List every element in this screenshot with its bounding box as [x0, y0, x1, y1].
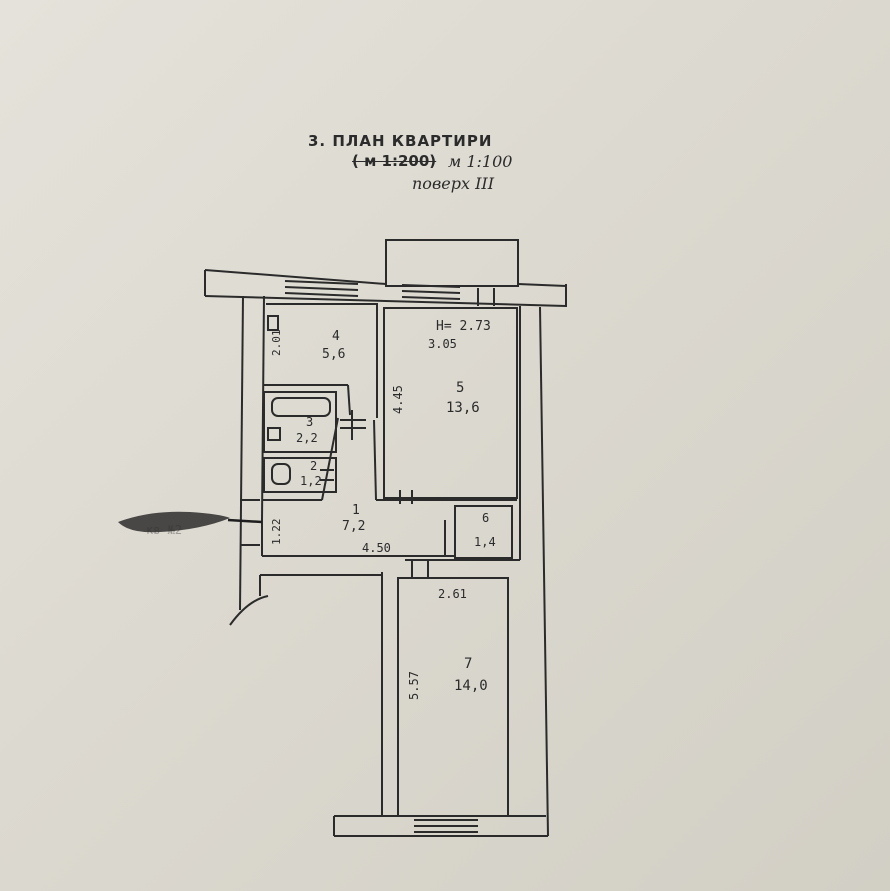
wall — [321, 417, 339, 501]
window — [284, 292, 359, 297]
sink — [267, 427, 281, 441]
plan-title: 3. ПЛАН КВАРТИРИ — [308, 132, 493, 150]
ceiling-height: H= 2.73 — [436, 319, 491, 334]
room5-width: 3.05 — [428, 337, 457, 351]
window — [401, 290, 461, 294]
toilet — [271, 463, 291, 485]
hall-length: 4.50 — [362, 541, 391, 555]
room-1-area: 7,2 — [342, 519, 365, 534]
wall — [454, 505, 513, 559]
room7-depth: 5.57 — [407, 671, 421, 700]
wall — [517, 283, 567, 287]
wall — [204, 295, 567, 307]
balcony — [385, 239, 519, 287]
window — [284, 280, 359, 285]
entrance-label: кв №2 — [146, 523, 182, 537]
wall — [266, 303, 378, 418]
redaction-scribble — [118, 511, 230, 533]
stove — [267, 315, 279, 331]
wall — [204, 269, 387, 285]
room-5-area: 13,6 — [446, 400, 480, 416]
room-2-area: 1,2 — [300, 474, 322, 488]
door-swing — [229, 595, 269, 626]
room-7-number: 7 — [464, 656, 472, 672]
wall — [373, 419, 377, 501]
entrance-arrow — [227, 518, 263, 524]
wall — [239, 295, 244, 611]
room5-depth: 4.45 — [391, 385, 405, 414]
scale-new: м 1:100 — [448, 152, 513, 171]
wall — [263, 457, 337, 493]
room4-depth: 2.01 — [270, 330, 283, 357]
window — [401, 284, 461, 288]
room-4-number: 4 — [332, 329, 340, 344]
wall — [383, 307, 518, 499]
hall-width: 1.22 — [270, 519, 283, 546]
wall — [539, 306, 549, 837]
room-1-number: 1 — [352, 503, 360, 518]
room-3-number: 3 — [306, 415, 313, 429]
window — [401, 296, 461, 300]
bathtub — [271, 397, 331, 417]
wall — [263, 391, 337, 453]
room-7-area: 14,0 — [454, 678, 488, 694]
room-5-number: 5 — [456, 380, 464, 396]
room-6-number: 6 — [482, 511, 489, 525]
room-6-area: 1,4 — [474, 535, 496, 549]
scale-old: ( м 1:200) — [352, 152, 437, 170]
window — [284, 286, 359, 291]
room7-width: 2.61 — [438, 587, 467, 601]
wall — [347, 384, 351, 416]
room-4-area: 5,6 — [322, 347, 345, 362]
floor-label: поверх III — [412, 174, 495, 193]
room-2-number: 2 — [310, 459, 317, 473]
room-3-area: 2,2 — [296, 431, 318, 445]
